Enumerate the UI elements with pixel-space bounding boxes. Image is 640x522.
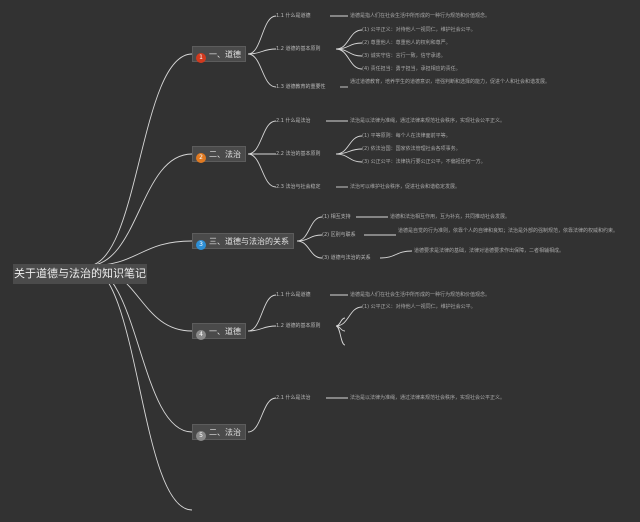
number-badge-icon: 5: [196, 431, 206, 441]
leaf-item[interactable]: (4) 责任担当：勇于担当，承担相应的责任。: [362, 66, 461, 72]
subtopic[interactable]: 1.2 道德的基本原则: [276, 323, 321, 329]
leaf-item[interactable]: (2) 尊重他人：尊重他人的权利和尊严。: [362, 40, 451, 46]
root-branch-line: [86, 53, 193, 267]
leaf-item[interactable]: (1) 公平正义：对待他人一视同仁，维护社会公平。: [362, 27, 476, 33]
topic-label: 二、法治: [209, 150, 241, 159]
topic-branch-line: [247, 120, 277, 155]
subtopic[interactable]: 1.1 什么是道德: [276, 292, 311, 298]
subtopic[interactable]: (2) 区别与联系: [322, 232, 356, 238]
root-topic[interactable]: 关于道德与法治的知识笔记: [13, 264, 147, 284]
subtopic-description: 道德是指人们在社会生活中所形成的一种行为规范和价值观念。: [350, 13, 491, 19]
topic-label: 三、道德与法治的关系: [209, 237, 289, 246]
number-badge-icon: 3: [196, 240, 206, 250]
topic-label: 二、法治: [209, 428, 241, 437]
leaf-branch-line: [335, 306, 363, 327]
topic-branch-line: [247, 53, 277, 88]
leaf-item[interactable]: (1) 平等原则：每个人在法律面前平等。: [362, 133, 451, 139]
leaf-branch-line: [335, 325, 346, 346]
leaf-item[interactable]: (1) 公平正义：对待他人一视同仁，维护社会公平。: [362, 304, 476, 310]
subtopic-description: 道德要求是法律的基础，法律对道德要求作出保障，二者相辅相成。: [414, 248, 565, 254]
subtopic[interactable]: (1) 相互支持: [322, 214, 351, 220]
subtopic[interactable]: 2.2 法治的基本原则: [276, 151, 321, 157]
subtopic[interactable]: 1.3 道德教育的重要性: [276, 84, 326, 90]
subtopic[interactable]: (3) 道德与法治的关系: [322, 255, 371, 261]
topic-branch-line: [296, 234, 323, 242]
leaf-branch-line: [335, 153, 363, 163]
topic-branch-line: [247, 294, 277, 332]
number-badge-icon: 2: [196, 153, 206, 163]
topic-branch-line: [296, 216, 323, 242]
subtopic[interactable]: 2.1 什么是法治: [276, 118, 311, 124]
subtopic[interactable]: 2.3 法治与社会稳定: [276, 184, 321, 190]
leaf-branch-line: [335, 48, 363, 70]
subtopic[interactable]: 2.1 什么是法治: [276, 395, 311, 401]
subtopic-description: 通过道德教育，培养学生的道德意识，增强判断和选择的能力，促进个人和社会和谐发展。: [350, 79, 551, 85]
subtopic-description: 法治是以法律为准绳，通过法律来规范社会秩序，实现社会公平正义。: [350, 395, 506, 401]
topic-branch-line: [247, 325, 277, 332]
topic-branch-line: [296, 240, 323, 259]
subtopic-description: 法治是以法律为准绳，通过法律来规范社会秩序，实现社会公平正义。: [350, 118, 506, 124]
leaf-item[interactable]: (3) 诚实守信：言行一致，信守承诺。: [362, 53, 446, 59]
subtopic[interactable]: 1.2 道德的基本原则: [276, 46, 321, 52]
number-badge-icon: 4: [196, 330, 206, 340]
root-branch-line: [86, 153, 193, 267]
topic-branch-line: [247, 15, 277, 55]
leaf-item[interactable]: (2) 依法治国：国家依法管理社会各项事务。: [362, 146, 461, 152]
subtopic-description: 道德是指人们在社会生活中所形成的一种行为规范和价值观念。: [350, 292, 491, 298]
topic-branch-line: [247, 397, 277, 433]
leaf-item[interactable]: (3) 公正公平：法律执行要公正公平，不偏袒任何一方。: [362, 159, 486, 165]
subtopic-description: 道德和法治相互作用，互为补充，共同推动社会发展。: [390, 214, 511, 220]
topic-label: 一、道德: [209, 50, 241, 59]
topic-branch-line: [247, 153, 277, 188]
number-badge-icon: 1: [196, 53, 206, 63]
topic-branch-line: [247, 48, 277, 55]
desc-line: [379, 250, 413, 259]
subtopic[interactable]: 1.1 什么是道德: [276, 13, 311, 19]
topic-label: 一、道德: [209, 327, 241, 336]
root-branch-line: [86, 265, 193, 511]
subtopic-description: 道德是自觉的行为准则，依靠个人的自律和良知；法治是外部的强制规范，依靠法律的权威…: [398, 228, 619, 234]
subtopic-description: 法治可以维护社会秩序，促进社会和谐稳定发展。: [350, 184, 461, 190]
root-branch-line: [86, 265, 193, 433]
